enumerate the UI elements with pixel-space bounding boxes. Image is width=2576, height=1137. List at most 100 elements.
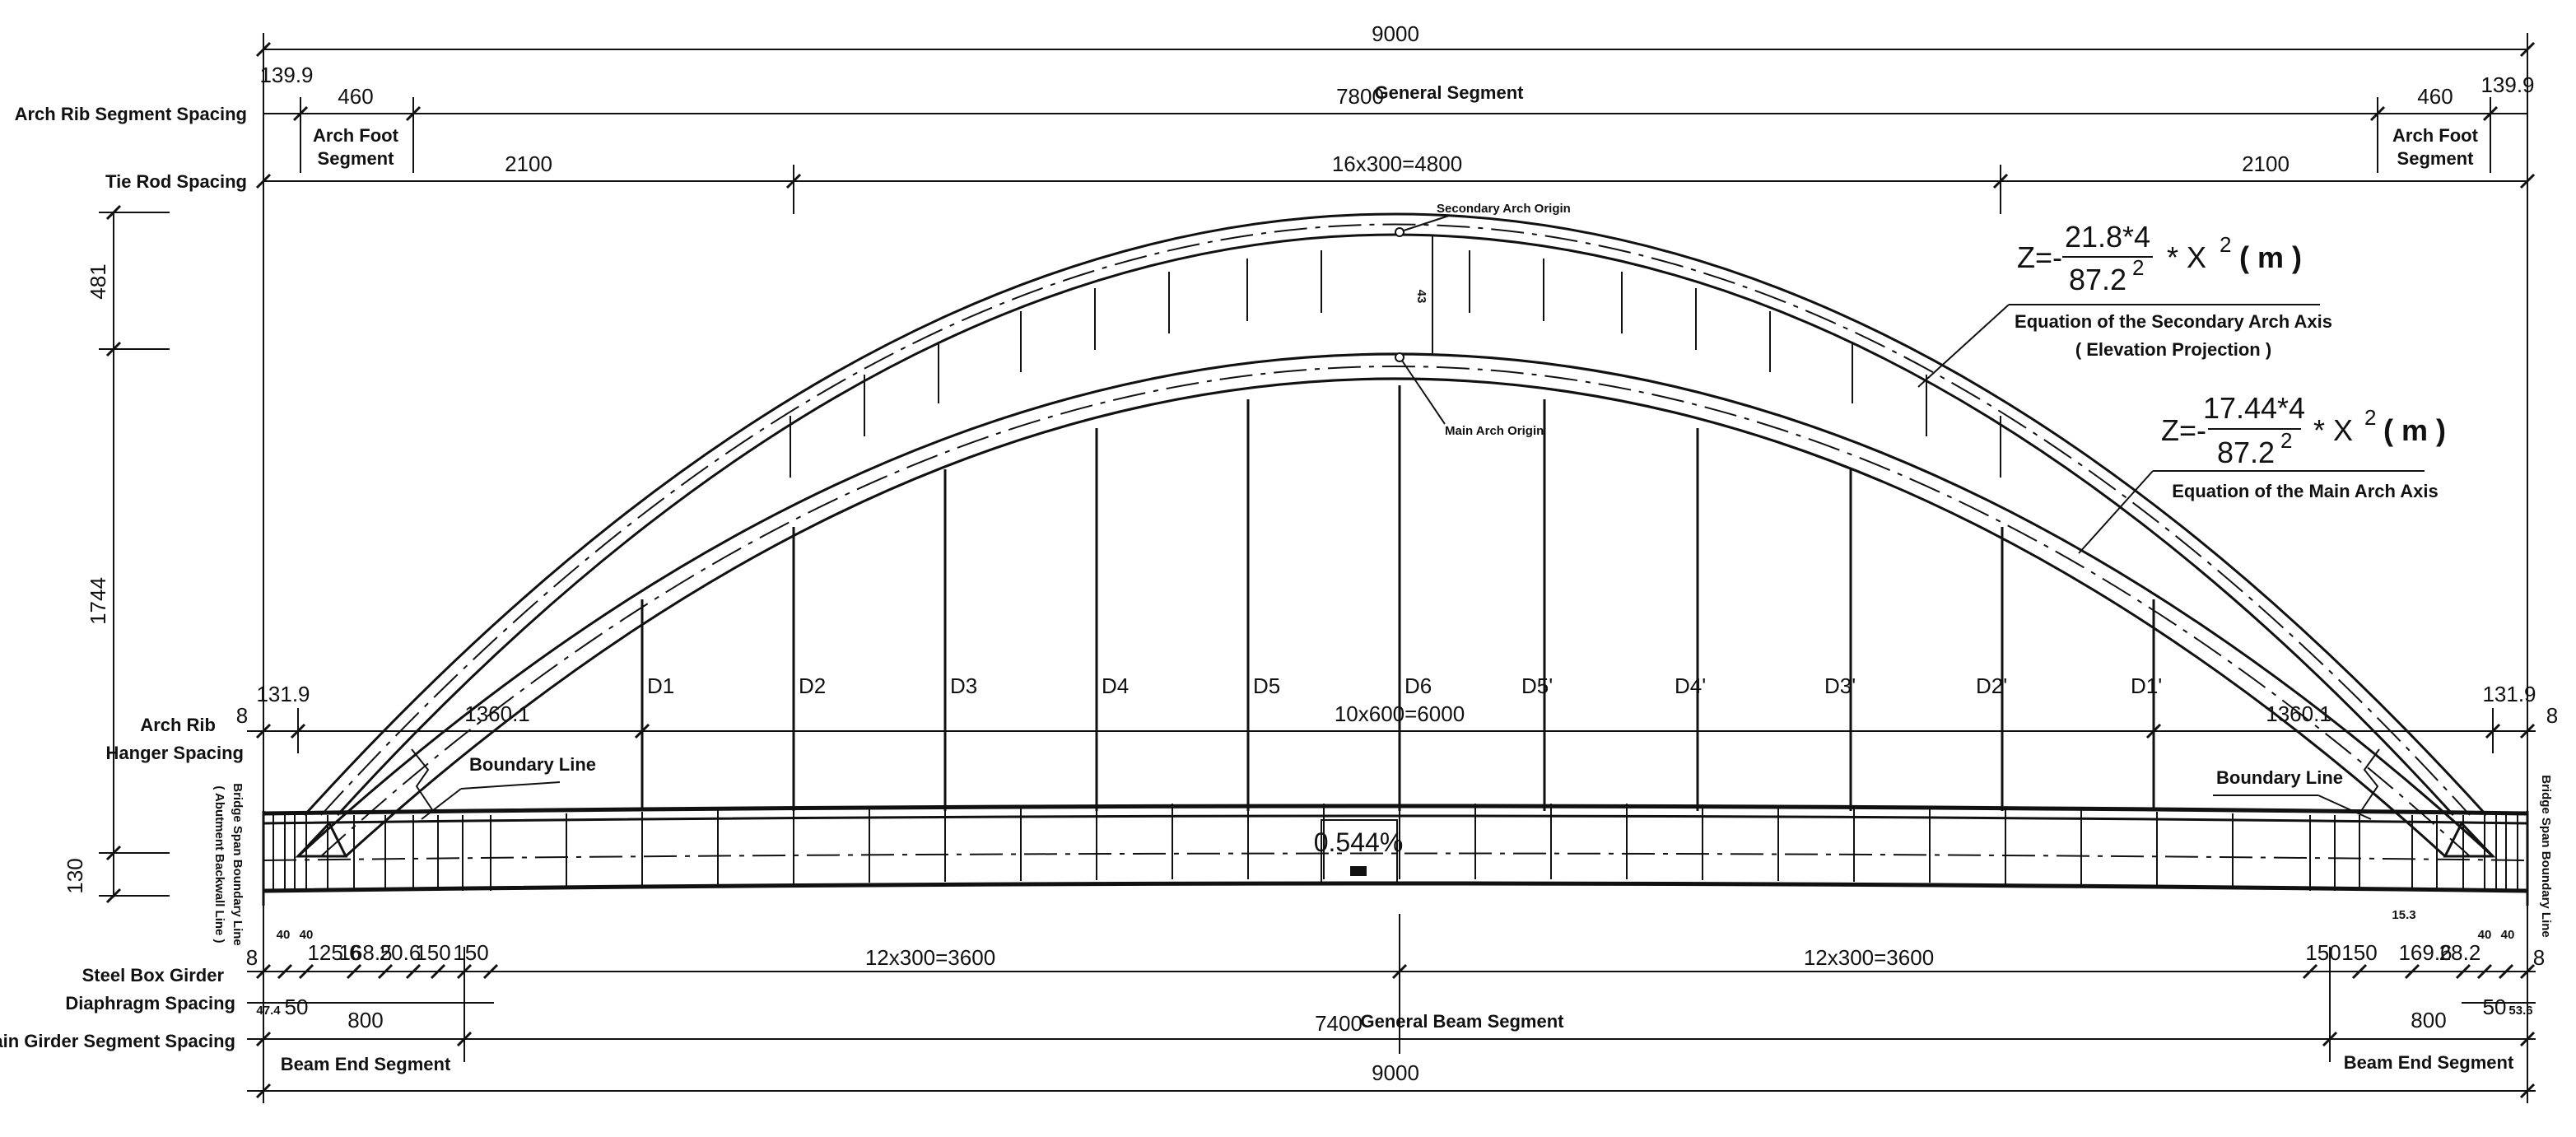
- svg-text:Z=-: Z=-: [2017, 240, 2062, 274]
- diaphragm-dim-l5: 20.6: [380, 940, 422, 965]
- label-arch-rib-hanger-2: Hanger Spacing: [106, 743, 244, 763]
- dim-vertical-mid: 1744: [86, 577, 110, 625]
- label-steel-box-2: Diaphragm Spacing: [65, 993, 235, 1014]
- girder-diaphragms: [273, 804, 2518, 891]
- diaphragm-dim-r0: 150: [2305, 940, 2341, 965]
- segment-label-left: Beam End Segment: [281, 1054, 451, 1074]
- girder-slope: 0.544%: [1314, 827, 1404, 857]
- svg-text:2: 2: [2220, 232, 2231, 257]
- boundary-line-left-label: Boundary Line: [469, 754, 596, 775]
- top-dimension-lines: [255, 33, 2536, 1103]
- hanger-label-d6: D6: [1404, 673, 1432, 698]
- diaphragm-dim-l6: 150: [415, 940, 450, 965]
- main-arch-equation: Z=- 17.44*4 87.2 2 * X 2 ( m ): [2078, 391, 2446, 554]
- abutment-backwall-left: ( Abutment Backwall Line ): [212, 785, 226, 943]
- hanger-dim-left-8: 8: [236, 703, 248, 728]
- diaphragm-dimension-lines: [247, 914, 2536, 1062]
- diaphragm-dim-l1: 40: [277, 928, 291, 942]
- segment-dim-middle: 7400: [1315, 1011, 1363, 1036]
- diaphragm-dim-right-mid: 12x300=3600: [1804, 945, 1934, 970]
- dim-tie-middle: 16x300=4800: [1332, 151, 1462, 176]
- dim-tie-right: 2100: [2242, 151, 2290, 176]
- dim-left-edge: 139.9: [259, 63, 313, 87]
- hanger-label-d5p: D5': [1521, 673, 1553, 698]
- dim-arch-foot-right: 460: [2417, 84, 2453, 109]
- boundary-line-right: [2213, 748, 2380, 820]
- svg-text:2: 2: [2132, 255, 2144, 280]
- svg-text:21.8*4: 21.8*4: [2065, 220, 2150, 254]
- bridge-span-boundary-left: Bridge Span Boundary Line: [231, 783, 245, 946]
- svg-text:* X: * X: [2313, 413, 2353, 447]
- bridge-span-boundary-right: Bridge Span Boundary Line: [2539, 775, 2553, 938]
- hanger-label-d1: D1: [647, 673, 674, 698]
- svg-text:87.2: 87.2: [2069, 263, 2126, 296]
- svg-text:( m ): ( m ): [2383, 413, 2446, 447]
- boundary-line-right-label: Boundary Line: [2216, 767, 2343, 788]
- secondary-arch-equation-title: Equation of the Secondary Arch Axis: [2015, 311, 2332, 332]
- dim-vertical-bottom: 130: [63, 858, 87, 893]
- secondary-arch-equation: Z=- 21.8*4 87.2 2 * X 2 ( m ): [1917, 220, 2320, 388]
- diaphragm-dim-r2: 169.6: [2398, 940, 2452, 965]
- dim-arch-foot-left: 460: [338, 84, 373, 109]
- diaphragm-dim-l3: 125.6: [307, 940, 361, 965]
- diaphragm-dim-right-extra: 15.3: [2392, 908, 2415, 922]
- diaphragm-dim-l2: 40: [300, 928, 314, 942]
- dim-vertical-top: 481: [86, 263, 110, 299]
- diaphragm-dim-br0: 50: [2483, 995, 2507, 1019]
- diaphragm-dim-left-mid: 12x300=3600: [865, 945, 995, 970]
- diaphragm-dim-l7: 150: [453, 940, 488, 965]
- vertical-dimension-lines: [99, 204, 170, 904]
- hanger-label-d2p: D2': [1976, 673, 2007, 698]
- hanger-label-d4p: D4': [1675, 673, 1706, 698]
- hanger-dim-left-131: 131.9: [256, 682, 310, 706]
- diaphragm-dim-bl0: 47.4: [256, 1004, 281, 1018]
- diaphragm-dim-r1: 150: [2341, 940, 2377, 965]
- segment-dim-left: 800: [347, 1008, 383, 1032]
- secondary-arch-equation-subtitle: ( Elevation Projection ): [2075, 339, 2271, 360]
- hanger-dimension-line: [247, 708, 2536, 753]
- svg-text:2: 2: [2280, 428, 2292, 453]
- arch-foot-label-left-1: Arch Foot: [313, 125, 399, 146]
- main-arch-origin-label: Main Arch Origin: [1445, 424, 1544, 438]
- arch-foot-label-right-2: Segment: [2397, 148, 2475, 169]
- diaphragm-dim-r3: 28.2: [2439, 940, 2481, 965]
- main-arch-equation-title: Equation of the Main Arch Axis: [2172, 481, 2439, 501]
- main-arch: [296, 352, 2494, 858]
- svg-text:Z=-: Z=-: [2161, 413, 2206, 447]
- diaphragm-dim-r4: 40: [2478, 928, 2492, 942]
- hanger-dim-right-1360: 1360.1: [2266, 701, 2331, 726]
- label-arch-rib-segment: Arch Rib Segment Spacing: [15, 104, 247, 124]
- diaphragm-dim-l0: 8: [246, 945, 258, 970]
- segment-dim-right: 800: [2411, 1008, 2446, 1032]
- diaphragm-dim-bl1: 50: [285, 995, 309, 1019]
- label-main-girder-segment: Main Girder Segment Spacing: [0, 1031, 235, 1051]
- segment-dimension-lines: [247, 1031, 2536, 1099]
- arch-struts: [790, 250, 2001, 478]
- diaphragm-dim-br1: 53.6: [2508, 1004, 2532, 1018]
- label-tie-rod: Tie Rod Spacing: [105, 171, 247, 192]
- svg-text:17.44*4: 17.44*4: [2203, 391, 2305, 425]
- svg-text:* X: * X: [2167, 240, 2206, 274]
- hanger-label-d3p: D3': [1824, 673, 1856, 698]
- dim-general: 7800: [1336, 84, 1384, 109]
- label-steel-box-1: Steel Box Girder: [82, 965, 225, 986]
- svg-text:( m ): ( m ): [2239, 240, 2302, 274]
- arch-foot-right: [2443, 821, 2496, 858]
- arch-foot-left: [295, 821, 348, 858]
- hanger-dim-middle: 10x600=6000: [1335, 701, 1465, 726]
- slope-box: [1321, 819, 1398, 885]
- dim-right-edge: 139.9: [2481, 72, 2534, 97]
- dim-total-top: 9000: [1372, 21, 1419, 46]
- diaphragm-dim-r6: 8: [2533, 945, 2545, 970]
- dim-general-label: General Segment: [1375, 82, 1525, 103]
- svg-text:2: 2: [2364, 405, 2376, 430]
- arch-foot-label-left-2: Segment: [318, 148, 395, 169]
- arch-foot-label-right-1: Arch Foot: [2392, 125, 2479, 146]
- crown-details: [1395, 215, 1450, 425]
- hanger-label-d3: D3: [950, 673, 977, 698]
- label-arch-rib-hanger-1: Arch Rib: [140, 715, 216, 735]
- secondary-arch-origin-label: Secondary Arch Origin: [1437, 202, 1571, 216]
- segment-dim-total: 9000: [1372, 1060, 1419, 1085]
- segment-label-right: Beam End Segment: [2344, 1052, 2514, 1073]
